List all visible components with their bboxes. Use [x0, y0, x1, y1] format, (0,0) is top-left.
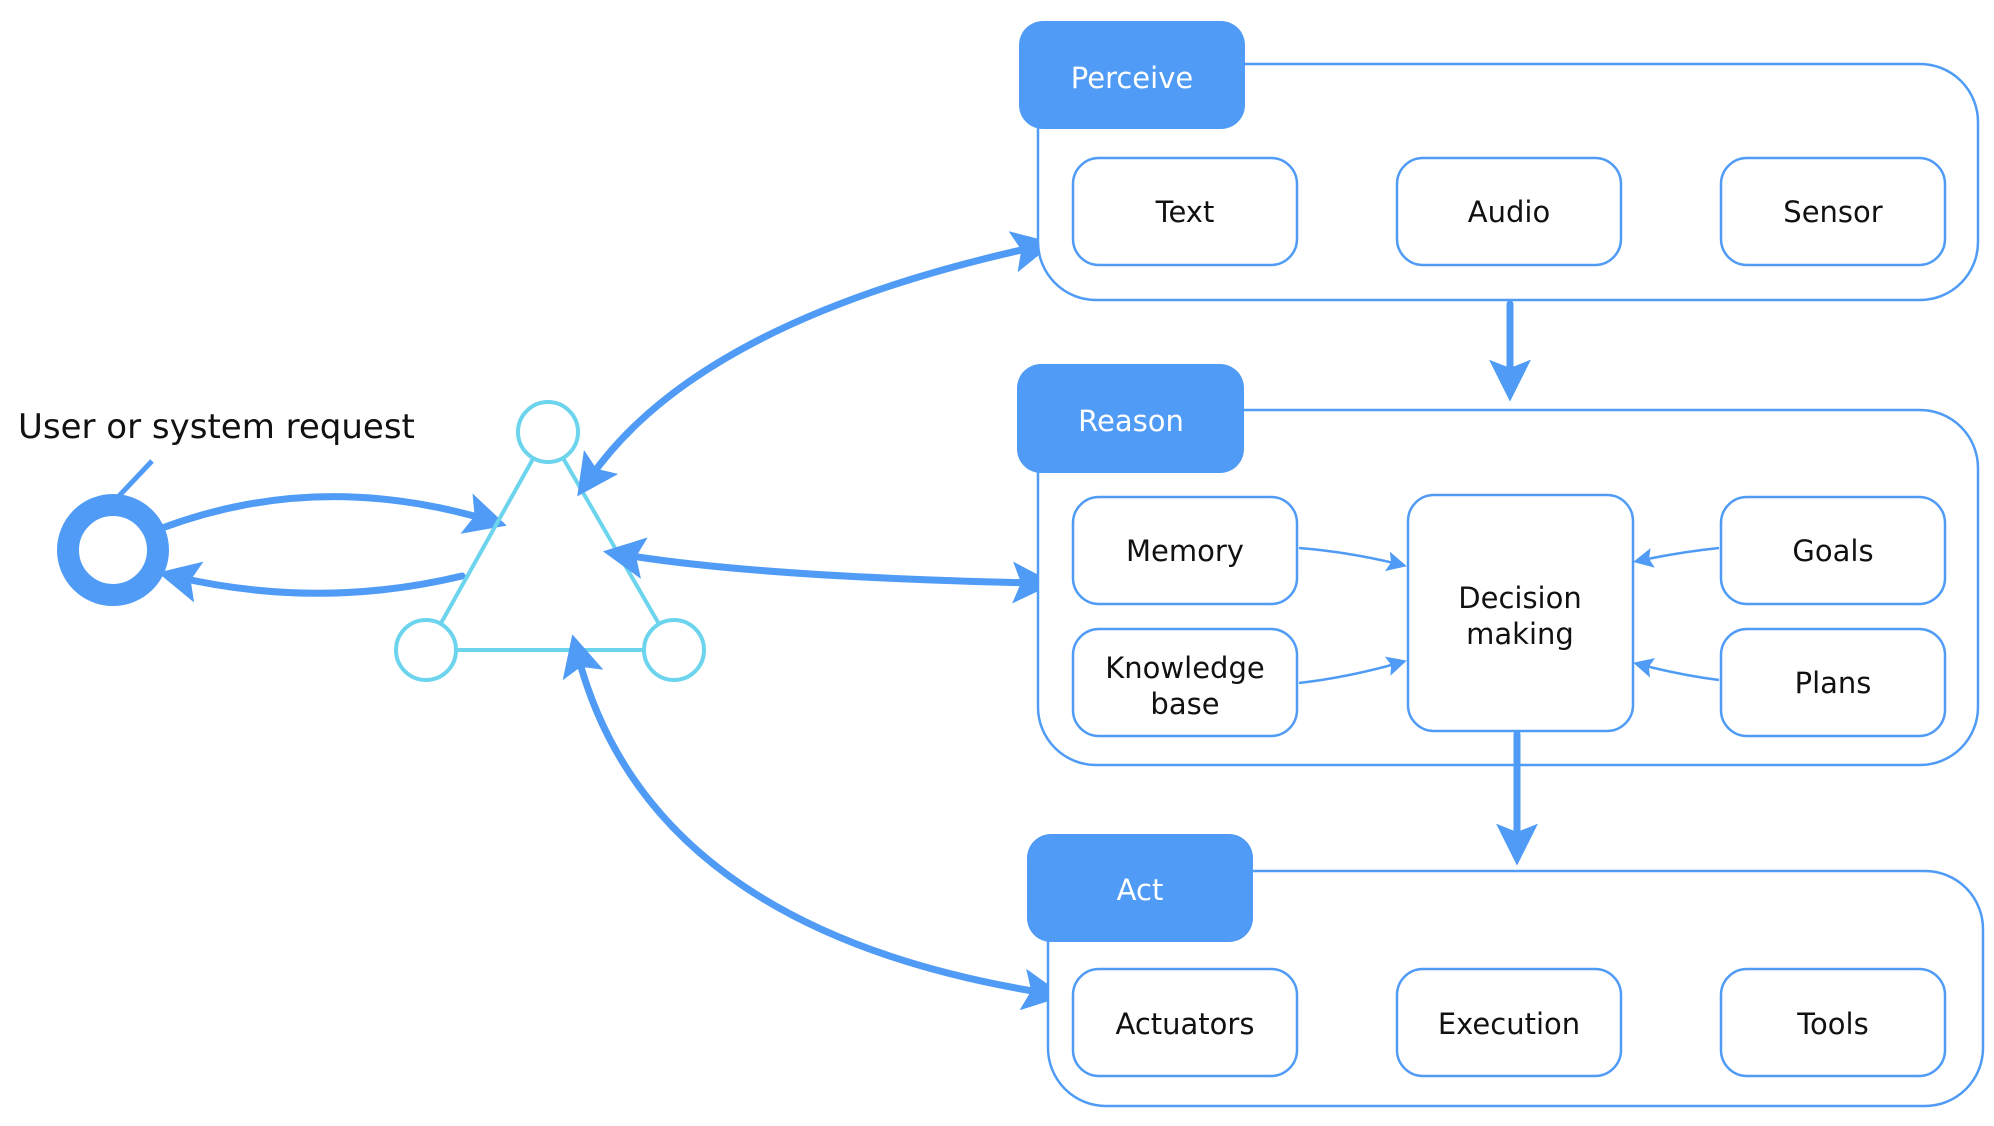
agent-to-request-arrow — [157, 561, 466, 603]
act-title: Act — [1117, 873, 1164, 907]
act-item-tools — [1719, 967, 1947, 1078]
perceive-item-sensor-label: Sensor — [1783, 195, 1882, 229]
plans-to-decision-arrow — [1633, 658, 1720, 682]
perceive-group: Perceive Text Audio Sensor — [1019, 21, 1980, 302]
request-circle-icon — [57, 494, 169, 606]
act-item-execution-label: Execution — [1438, 1007, 1580, 1041]
reason-header-tab — [1017, 364, 1244, 473]
agent-node-top — [516, 400, 580, 464]
act-header-tab — [1027, 834, 1253, 942]
perceive-item-audio — [1395, 156, 1623, 267]
reason-decision-box — [1406, 493, 1635, 733]
reason-title: Reason — [1078, 404, 1184, 438]
act-group: Act Actuators Execution Tools — [1027, 834, 1985, 1108]
reason-knowledge-label-line1: Knowledge — [1105, 651, 1264, 685]
act-item-tools-label: Tools — [1796, 1007, 1868, 1041]
agent-perceive-arrow — [577, 231, 1055, 497]
reason-plans-box — [1719, 627, 1947, 738]
request-label: User or system request — [18, 407, 415, 447]
agent-node-right — [642, 618, 706, 682]
agent-triangle — [422, 427, 678, 652]
reason-memory-box — [1071, 495, 1299, 606]
agent-reason-arrow — [602, 537, 1055, 604]
reason-plans-label: Plans — [1795, 666, 1872, 700]
reason-goals-box — [1719, 495, 1947, 606]
perceive-item-sensor — [1719, 156, 1947, 267]
agent-act-arrow — [562, 634, 1065, 1011]
perceive-item-audio-label: Audio — [1468, 195, 1550, 229]
act-item-execution — [1395, 967, 1623, 1078]
knowledge-to-decision-arrow — [1298, 656, 1407, 685]
perceive-item-text-label: Text — [1155, 195, 1215, 229]
perceive-title: Perceive — [1071, 61, 1193, 95]
reason-group: Reason Memory Knowledge base Decision ma… — [1017, 364, 1980, 767]
act-item-actuators-label: Actuators — [1116, 1007, 1255, 1041]
reason-goals-label: Goals — [1792, 534, 1873, 568]
agent-node-left — [394, 618, 458, 682]
perceive-item-text — [1071, 156, 1299, 267]
goals-to-decision-arrow — [1633, 546, 1720, 568]
triangle-nodes-icon — [394, 400, 706, 682]
request-to-agent-arrow — [161, 493, 507, 534]
reason-decision-label-line1: Decision — [1458, 581, 1581, 615]
memory-to-decision-arrow — [1298, 546, 1407, 572]
request-leader-line — [116, 459, 154, 499]
reason-knowledge-box — [1071, 627, 1299, 738]
reason-decision-label-line2: making — [1466, 617, 1574, 651]
reason-knowledge-label-line2: base — [1150, 687, 1219, 721]
request-node: User or system request — [18, 407, 415, 606]
perceive-header-tab — [1019, 21, 1245, 129]
reason-memory-label: Memory — [1126, 534, 1244, 568]
act-item-actuators — [1071, 967, 1299, 1078]
